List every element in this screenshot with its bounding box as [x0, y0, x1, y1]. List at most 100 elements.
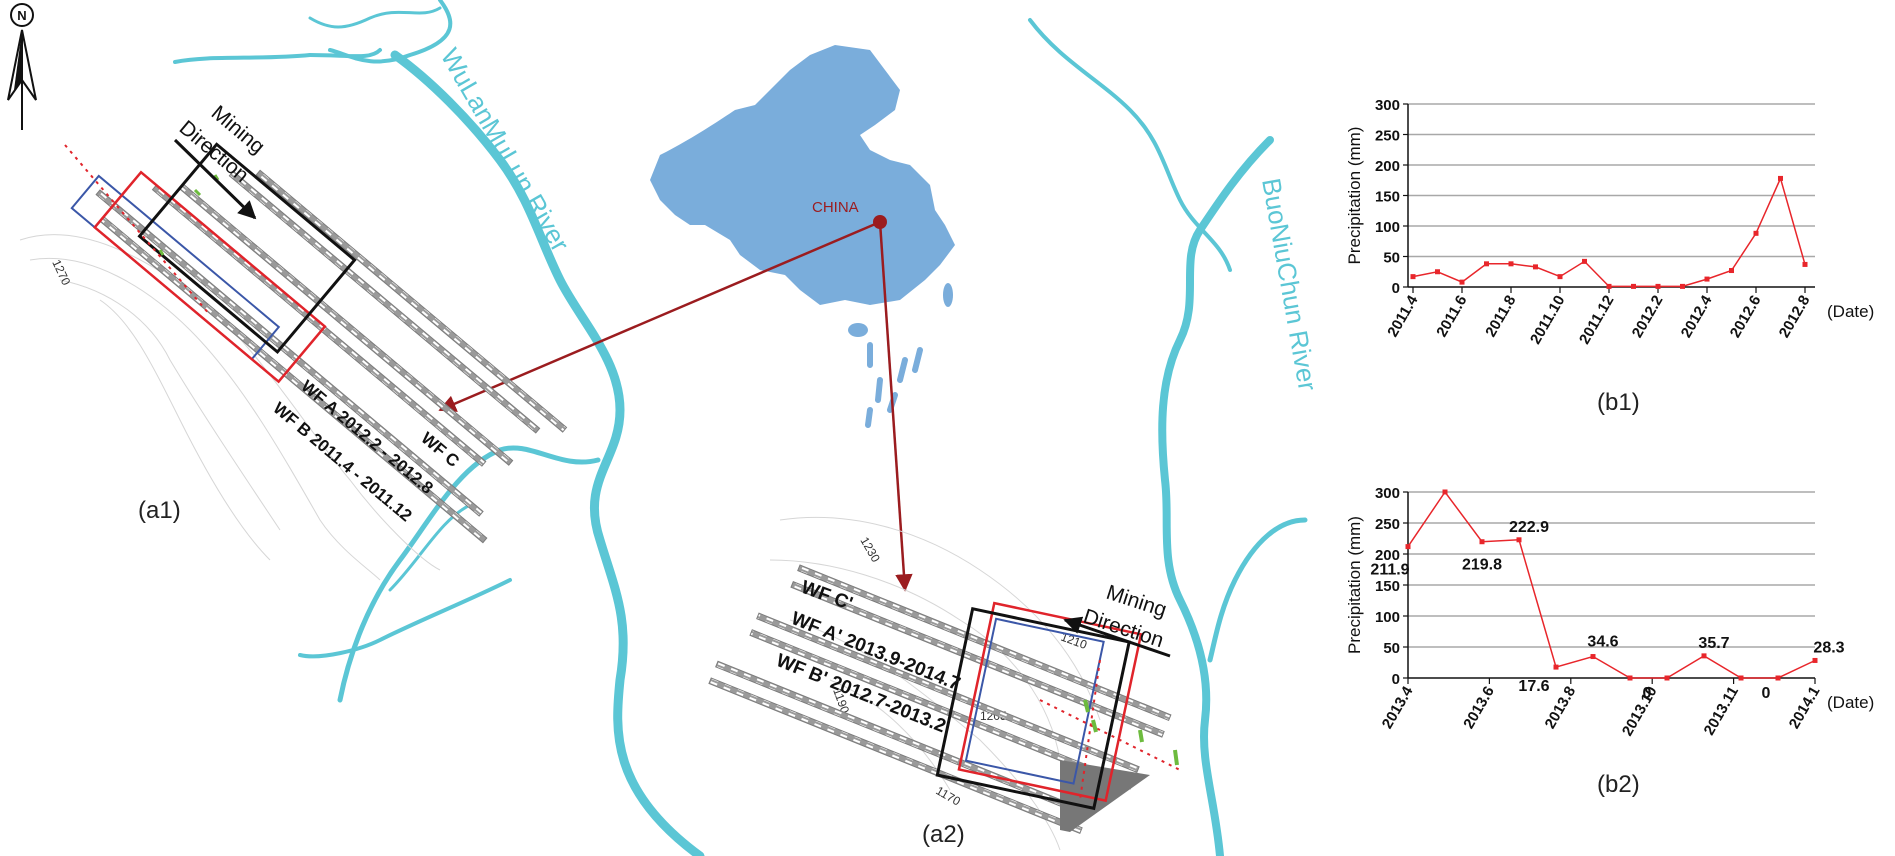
- contour-label-1170: 1170: [934, 783, 964, 808]
- workface-strip: [790, 581, 1165, 738]
- data-point: [1442, 489, 1448, 495]
- workface-strip: [756, 612, 1140, 773]
- data-point: [1479, 539, 1485, 545]
- data-point: [1606, 283, 1612, 289]
- data-label: 211.9: [1370, 562, 1409, 579]
- data-point: [1516, 537, 1522, 543]
- island-hainan: [848, 323, 868, 337]
- y-tick-label: 300: [1375, 97, 1400, 114]
- y-tick-label: 250: [1375, 128, 1400, 145]
- survey-points-a2: [1083, 699, 1179, 766]
- data-point: [1484, 261, 1489, 267]
- x-tick-label: 2013.11: [1701, 684, 1742, 739]
- data-label: 222.9: [1509, 519, 1549, 536]
- y-tick-label: 150: [1375, 189, 1400, 206]
- y-tick-label: 150: [1375, 578, 1400, 595]
- data-point: [1738, 675, 1744, 681]
- data-label: 35.7: [1698, 635, 1729, 652]
- series-line: [1407, 490, 1816, 679]
- data-point: [1631, 283, 1636, 289]
- contour-label-1270: 1270: [49, 257, 73, 287]
- workfaces-a1: [70, 142, 568, 544]
- x-tick-label: 2013.10: [1619, 684, 1661, 739]
- blue-monitoring-rect: [964, 617, 1105, 785]
- x-tick-label: 2012.8: [1776, 293, 1814, 341]
- survey-line-a1: [64, 144, 211, 316]
- y-tick-label: 0: [1392, 280, 1400, 297]
- survey-line-a2: [1039, 699, 1181, 771]
- x-tick-label: 2012.6: [1727, 293, 1765, 341]
- panel-label-a1: (a1): [138, 497, 181, 524]
- data-point: [1590, 654, 1596, 660]
- y-tick-label: 50: [1383, 250, 1400, 267]
- data-point: [1704, 276, 1710, 282]
- north-label: N: [17, 8, 26, 23]
- north-arrow-icon: N: [7, 3, 37, 130]
- locator-arrow-a1: [438, 220, 881, 412]
- data-point: [1410, 274, 1416, 280]
- x-tick-label: 2012.4: [1678, 292, 1716, 341]
- panel-label-b2: (b2): [1597, 771, 1640, 798]
- x-tick-label: 2013.6: [1460, 684, 1498, 732]
- data-label: 34.6: [1587, 634, 1618, 651]
- workface-strip: [228, 170, 541, 434]
- data-point: [1701, 653, 1707, 659]
- data-point: [1557, 274, 1563, 280]
- river-buoniuchun: [1028, 18, 1308, 856]
- x-tick-label: 2012.2: [1629, 293, 1667, 341]
- x-axis-label: (Date): [1827, 693, 1874, 712]
- mine-map-a1: 1270 WF A 2012.2 - 2012.8 WF B 2011.4 - …: [19, 101, 568, 581]
- data-point: [1627, 675, 1633, 681]
- data-point: [1680, 283, 1685, 289]
- workface-strip: [95, 189, 484, 517]
- y-tick-label: 100: [1375, 609, 1400, 626]
- x-tick-label: 2011.6: [1433, 293, 1470, 341]
- data-label: 219.8: [1462, 557, 1502, 574]
- x-tick-label: 2013.4: [1379, 683, 1417, 732]
- workface-strip: [99, 215, 488, 544]
- y-tick-label: 100: [1375, 219, 1400, 236]
- data-point: [1812, 657, 1818, 663]
- data-label: 0: [1643, 685, 1652, 702]
- y-tick-label: 0: [1392, 671, 1400, 688]
- workfaces-a2: [708, 564, 1172, 835]
- workface-strip: [708, 677, 1083, 835]
- mining-direction-arrow-a1: [173, 138, 257, 220]
- x-tick-label: 2011.8: [1482, 293, 1519, 341]
- contour-label-1230: 1230: [857, 535, 883, 565]
- panel-label-b1: (b1): [1597, 389, 1640, 416]
- river-label-wulanmulun: WuLanMuLun River: [435, 43, 576, 257]
- mine-map-a2: 1230 1210 1170 1190 1205 WF C' WF A' 201…: [708, 517, 1181, 851]
- survey-points-a1: [158, 174, 220, 256]
- data-point: [1655, 283, 1661, 289]
- china-label: CHINA: [812, 199, 859, 216]
- black-monitoring-rect: [935, 606, 1131, 811]
- china-map: [650, 45, 955, 428]
- data-point: [1664, 675, 1670, 681]
- data-point: [1459, 279, 1465, 285]
- data-label: 17.6: [1518, 678, 1549, 695]
- data-label: 0: [1762, 685, 1771, 702]
- y-tick-label: 50: [1383, 640, 1400, 657]
- mine-shaft-wedge: [1060, 760, 1150, 832]
- x-tick-label: 2011.4: [1384, 292, 1422, 340]
- data-point: [1753, 230, 1759, 236]
- river-label-buoniuchun: BuoNiuChun River: [1256, 176, 1323, 394]
- data-point: [1508, 261, 1514, 267]
- data-point: [1533, 264, 1538, 270]
- island-taiwan: [943, 283, 953, 307]
- data-point: [1729, 268, 1734, 274]
- y-axis-label: Precipitation (mm): [1345, 127, 1364, 265]
- black-monitoring-rect: [137, 142, 357, 355]
- data-point: [1435, 269, 1440, 275]
- y-tick-label: 200: [1375, 547, 1400, 564]
- workface-strip: [255, 169, 568, 433]
- data-point: [1775, 675, 1781, 681]
- y-tick-label: 250: [1375, 516, 1400, 533]
- data-point: [1778, 175, 1783, 181]
- data-point: [1553, 664, 1559, 670]
- series-line: [1412, 176, 1806, 288]
- panel-label-a2: (a2): [922, 821, 965, 848]
- locator-arrow-a2: [878, 221, 913, 592]
